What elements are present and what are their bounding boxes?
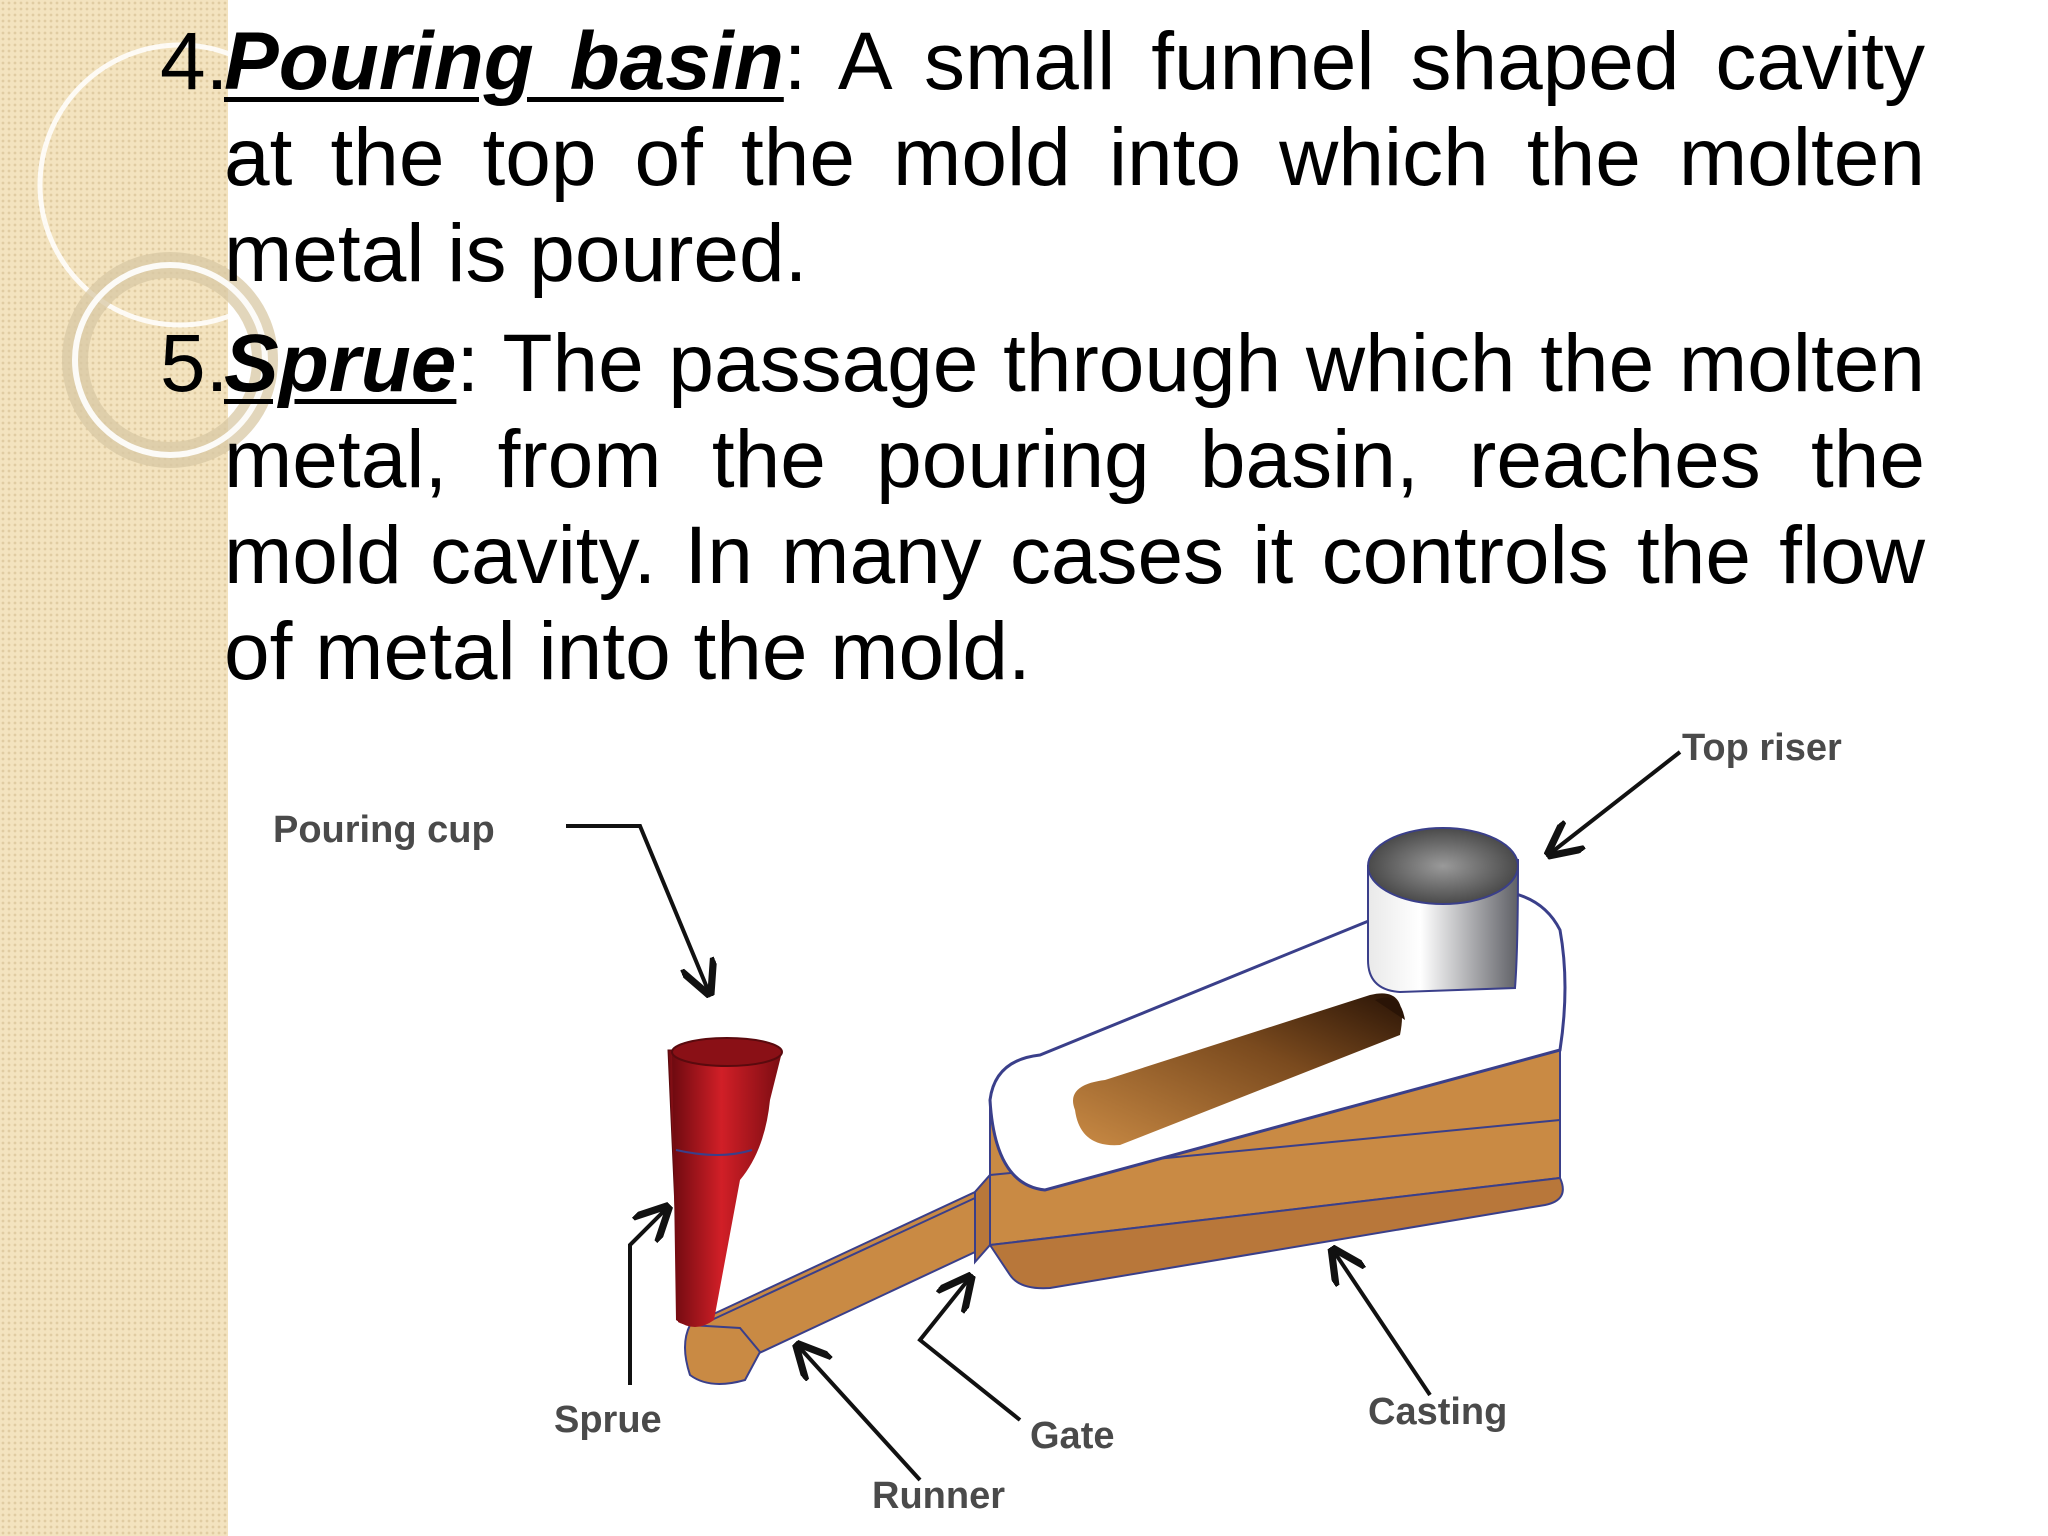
label-gate: Gate	[1030, 1415, 1114, 1457]
arrow-sprue	[628, 1210, 665, 1385]
arrow-casting	[1335, 1253, 1432, 1397]
definition-item-pouring-basin: 4. Pouring basin: A small funnel shaped …	[160, 14, 1925, 302]
label-casting: Casting	[1368, 1391, 1507, 1433]
definition-text: : A small funnel shaped cavity at the to…	[224, 16, 1925, 299]
diagram-arrows	[566, 750, 1682, 1482]
label-sprue: Sprue	[554, 1399, 662, 1441]
decorative-arcs	[37, 42, 323, 468]
label-runner: Runner	[872, 1475, 1005, 1517]
label-top-riser: Top riser	[1682, 727, 1842, 769]
sprue-shape	[667, 1037, 783, 1327]
arrow-runner	[800, 1348, 922, 1482]
definition-list: 4. Pouring basin: A small funnel shaped …	[160, 14, 1925, 714]
arrow-gate	[917, 1280, 1022, 1422]
term-sprue: Sprue	[224, 318, 457, 409]
arrow-pouring-cup	[566, 824, 708, 990]
item-number: 5.	[160, 318, 229, 409]
definition-item-sprue: 5. Sprue: The passage through which the …	[160, 316, 1925, 700]
label-pouring-cup: Pouring cup	[273, 809, 495, 851]
top-riser-shape	[1367, 827, 1520, 994]
item-number: 4.	[160, 16, 229, 107]
arrow-top-riser	[1552, 750, 1682, 852]
runner-shape	[684, 1172, 991, 1385]
term-pouring-basin: Pouring basin	[224, 16, 784, 107]
definition-text: : The passage through which the molten m…	[224, 318, 1925, 697]
